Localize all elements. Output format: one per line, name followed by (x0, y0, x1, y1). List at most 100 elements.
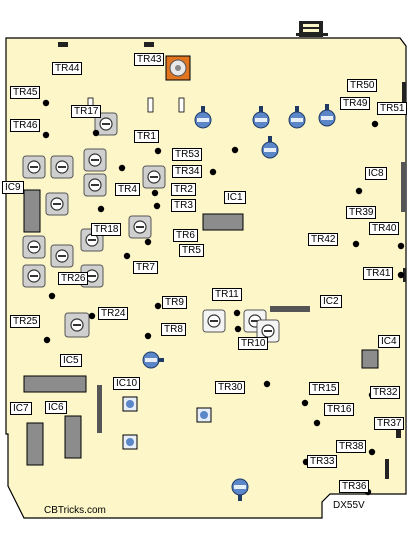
transistor-dots (42, 99, 405, 496)
ic10-chip (97, 385, 102, 433)
resistor-r3 (178, 97, 185, 113)
label-ic6: IC6 (45, 401, 67, 414)
trimmer-slot (73, 324, 81, 326)
label-tr25: TR25 (10, 315, 41, 328)
label-tr6: TR6 (173, 229, 198, 242)
transistor-dot (118, 164, 126, 172)
label-ic7: IC7 (10, 402, 32, 415)
transistor-dot (263, 380, 271, 388)
label-tr41: TR41 (363, 267, 394, 280)
label-tr26: TR26 (58, 272, 89, 285)
label-tr34: TR34 (172, 165, 203, 178)
trimmer-slot (30, 275, 38, 277)
label-tr18: TR18 (91, 223, 122, 236)
ic9-chip (23, 189, 41, 233)
transistor-dot (355, 187, 363, 195)
gray-trimmers[interactable] (22, 112, 280, 343)
label-tr3: TR3 (171, 199, 196, 212)
ic7-chip (26, 422, 44, 466)
label-ic8: IC8 (365, 167, 387, 180)
label-tr43: TR43 (134, 53, 165, 66)
label-tr40: TR40 (369, 222, 400, 235)
blue-trimmers-top[interactable] (142, 104, 336, 501)
label-tr39: TR39 (346, 206, 377, 219)
transistor-dot (43, 336, 51, 344)
trimmer-slot (150, 176, 158, 178)
trimmer-slot (58, 166, 66, 168)
label-tr30: TR30 (215, 381, 246, 394)
tr44-body (58, 42, 68, 47)
transistor-dot (123, 252, 131, 260)
ic8-chip (401, 162, 406, 212)
resistor-r2 (147, 97, 154, 113)
transistor-dot (301, 399, 309, 407)
ic5-chip (23, 375, 87, 393)
label-tr5: TR5 (179, 244, 204, 257)
trimmer-slot (30, 166, 38, 168)
trimmer-slot (30, 246, 38, 248)
label-tr4: TR4 (115, 183, 140, 196)
label-tr17: TR17 (71, 105, 102, 118)
transistor-dot (42, 131, 50, 139)
label-tr16: TR16 (324, 403, 355, 416)
label-tr51: TR51 (377, 102, 408, 115)
transistor-dot (397, 242, 405, 250)
label-tr42: TR42 (308, 233, 339, 246)
label-tr37: TR37 (374, 417, 405, 430)
label-ic5: IC5 (60, 354, 82, 367)
model-label: DX55V (333, 500, 365, 511)
label-tr36: TR36 (339, 480, 370, 493)
transistor-dot (233, 309, 241, 317)
trimmer-slot (58, 255, 66, 257)
label-tr11: TR11 (212, 288, 242, 301)
transistor-dot (352, 240, 360, 248)
trimmer-slot (88, 275, 96, 277)
label-tr50: TR50 (347, 79, 378, 92)
label-ic4: IC4 (378, 335, 400, 348)
trimmer-slot (264, 330, 272, 332)
trimmer-slot (53, 203, 61, 205)
trimmer-slot (88, 239, 96, 241)
trimmer-slot (210, 320, 218, 322)
transistor-dot (42, 99, 50, 107)
transistor-dot (153, 202, 161, 210)
ic1-chip (202, 213, 244, 231)
transistor-dot (397, 271, 405, 279)
tr50-connector (402, 82, 406, 104)
label-tr45: TR45 (10, 86, 41, 99)
label-tr15: TR15 (309, 382, 340, 395)
label-tr24: TR24 (98, 307, 129, 320)
ic6-chip (64, 415, 82, 459)
ic2-chip (270, 306, 310, 312)
small-pads (122, 396, 212, 450)
label-tr1: TR1 (134, 130, 159, 143)
trimmer-slot (91, 159, 99, 161)
transistor-dot (209, 168, 217, 176)
transistor-dot (97, 205, 105, 213)
transistor-dot (234, 325, 242, 333)
transistor-dot (88, 312, 96, 320)
tr41-connector (403, 268, 406, 282)
ic4-chip (361, 349, 379, 369)
transistor-dot (48, 292, 56, 300)
transistor-dot (154, 147, 162, 155)
label-tr7: TR7 (133, 261, 158, 274)
trimmer-slot (91, 184, 99, 186)
label-tr9: TR9 (162, 296, 187, 309)
transistor-dot (231, 146, 239, 154)
transistor-dot (371, 120, 379, 128)
label-tr10: TR10 (238, 337, 269, 350)
label-tr53: TR53 (172, 148, 203, 161)
ic-chips (23, 162, 406, 466)
transistor-dot (144, 332, 152, 340)
credit-label: CBTricks.com (44, 505, 106, 516)
trimmer-slot (136, 226, 144, 228)
label-tr46: TR46 (10, 119, 41, 132)
transistor-dot (368, 448, 376, 456)
label-tr38: TR38 (336, 440, 367, 453)
transistor-dot (154, 302, 162, 310)
label-ic2: IC2 (320, 295, 342, 308)
orange-pot[interactable] (165, 55, 191, 81)
transistor-dot (144, 238, 152, 246)
